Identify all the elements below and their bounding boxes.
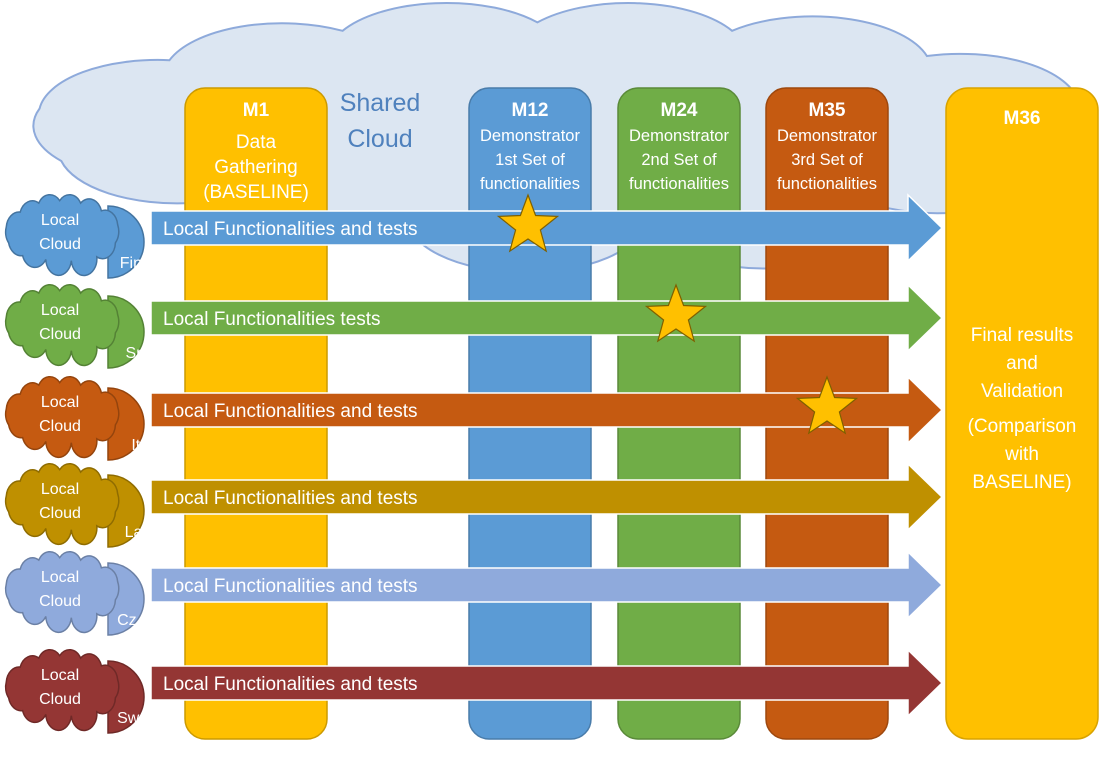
milestone-text-m12-2: 1st Set of bbox=[495, 151, 565, 169]
shared-cloud-label-line2: Cloud bbox=[347, 125, 412, 153]
local-cloud-line1-cz-rep: Local bbox=[41, 569, 79, 586]
local-cloud-line2-spain: Cloud bbox=[39, 326, 81, 343]
timeline-arrow-spain bbox=[150, 283, 944, 353]
milestone-star-italy bbox=[795, 375, 859, 435]
country-label-finland: Finland bbox=[120, 255, 172, 272]
final-text2-1: (Comparison bbox=[968, 416, 1077, 437]
local-cloud-sweden bbox=[4, 649, 120, 732]
milestone-text-m12-1: Demonstrator bbox=[480, 127, 580, 145]
milestone-text-m35-3: functionalities bbox=[777, 175, 877, 193]
local-cloud-line1-spain: Local bbox=[41, 302, 79, 319]
country-label-spain: Spain bbox=[126, 345, 167, 362]
final-column-m36 bbox=[945, 87, 1099, 740]
arrow-label-cz-rep: Local Functionalities and tests bbox=[163, 576, 418, 597]
milestone-text-m1-2: Gathering bbox=[214, 157, 297, 178]
local-cloud-line1-latvia: Local bbox=[41, 481, 79, 498]
milestone-text-m24-3: functionalities bbox=[629, 175, 729, 193]
local-cloud-line2-italy: Cloud bbox=[39, 418, 81, 435]
local-cloud-italy bbox=[4, 376, 120, 459]
final-text-1: Final results bbox=[971, 325, 1073, 346]
milestone-title-m1: M1 bbox=[243, 100, 270, 121]
milestone-text-m12-3: functionalities bbox=[480, 175, 580, 193]
final-title: M36 bbox=[1004, 108, 1041, 129]
country-label-cz-rep: Cz. Rep bbox=[117, 612, 175, 629]
local-cloud-line1-italy: Local bbox=[41, 394, 79, 411]
timeline-arrow-italy bbox=[150, 375, 944, 445]
milestone-title-m35: M35 bbox=[809, 100, 846, 121]
arrow-label-latvia: Local Functionalities and tests bbox=[163, 488, 418, 509]
milestone-text-m24-1: Demonstrator bbox=[629, 127, 729, 145]
country-label-latvia: Latvia bbox=[125, 524, 168, 541]
local-cloud-line2-sweden: Cloud bbox=[39, 691, 81, 708]
arrow-label-spain: Local Functionalities tests bbox=[163, 309, 381, 330]
timeline-arrow-sweden bbox=[150, 648, 944, 718]
arrow-label-finland: Local Functionalities and tests bbox=[163, 219, 418, 240]
country-label-italy: Italy bbox=[131, 437, 160, 454]
arrow-label-italy: Local Functionalities and tests bbox=[163, 401, 418, 422]
milestone-star-finland bbox=[496, 193, 560, 253]
milestone-text-m1-1: Data bbox=[236, 132, 277, 153]
final-text2-3: BASELINE) bbox=[972, 472, 1071, 493]
local-cloud-line1-sweden: Local bbox=[41, 667, 79, 684]
country-label-sweden: Sweden bbox=[117, 710, 175, 727]
local-cloud-cz-rep bbox=[4, 551, 120, 634]
milestone-title-m24: M24 bbox=[661, 100, 698, 121]
timeline-arrow-latvia bbox=[150, 462, 944, 532]
local-cloud-line2-latvia: Cloud bbox=[39, 505, 81, 522]
local-cloud-line2-cz-rep: Cloud bbox=[39, 593, 81, 610]
milestone-text-m1-3: (BASELINE) bbox=[203, 182, 309, 203]
timeline-arrow-cz-rep bbox=[150, 550, 944, 620]
milestone-text-m24-2: 2nd Set of bbox=[641, 151, 717, 169]
final-text-2: and bbox=[1006, 353, 1038, 374]
milestone-title-m12: M12 bbox=[512, 100, 549, 121]
milestone-star-spain bbox=[644, 283, 708, 343]
arrow-label-sweden: Local Functionalities and tests bbox=[163, 674, 418, 695]
final-text2-2: with bbox=[1004, 444, 1039, 465]
local-cloud-latvia bbox=[4, 463, 120, 546]
shared-cloud-label-line1: Shared bbox=[340, 89, 421, 117]
final-text-3: Validation bbox=[981, 381, 1063, 402]
timeline-arrow-finland bbox=[150, 193, 944, 263]
local-cloud-finland bbox=[4, 194, 120, 277]
milestone-text-m35-2: 3rd Set of bbox=[791, 151, 863, 169]
local-cloud-spain bbox=[4, 284, 120, 367]
milestone-text-m35-1: Demonstrator bbox=[777, 127, 877, 145]
local-cloud-line2-finland: Cloud bbox=[39, 236, 81, 253]
local-cloud-line1-finland: Local bbox=[41, 212, 79, 229]
